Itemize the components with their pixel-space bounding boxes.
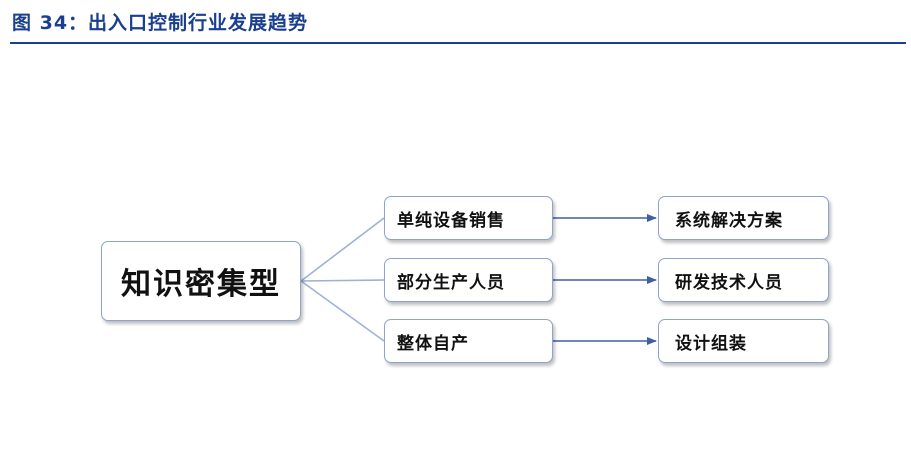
right-node-2: 研发技术人员: [658, 258, 829, 302]
middle-node-3: 整体自产: [384, 319, 553, 363]
figure-title: 图 34：出入口控制行业发展趋势: [12, 12, 309, 34]
middle-node-1: 单纯设备销售: [384, 196, 553, 240]
title-rule: [10, 42, 906, 44]
right-node-1: 系统解决方案: [658, 196, 829, 240]
fan-line-1: [300, 217, 385, 282]
fan-line-3: [300, 280, 385, 342]
middle-node-2: 部分生产人员: [384, 258, 553, 302]
root-node: 知识密集型: [101, 241, 301, 321]
right-node-3: 设计组装: [658, 319, 829, 363]
fan-line-2: [300, 279, 385, 282]
